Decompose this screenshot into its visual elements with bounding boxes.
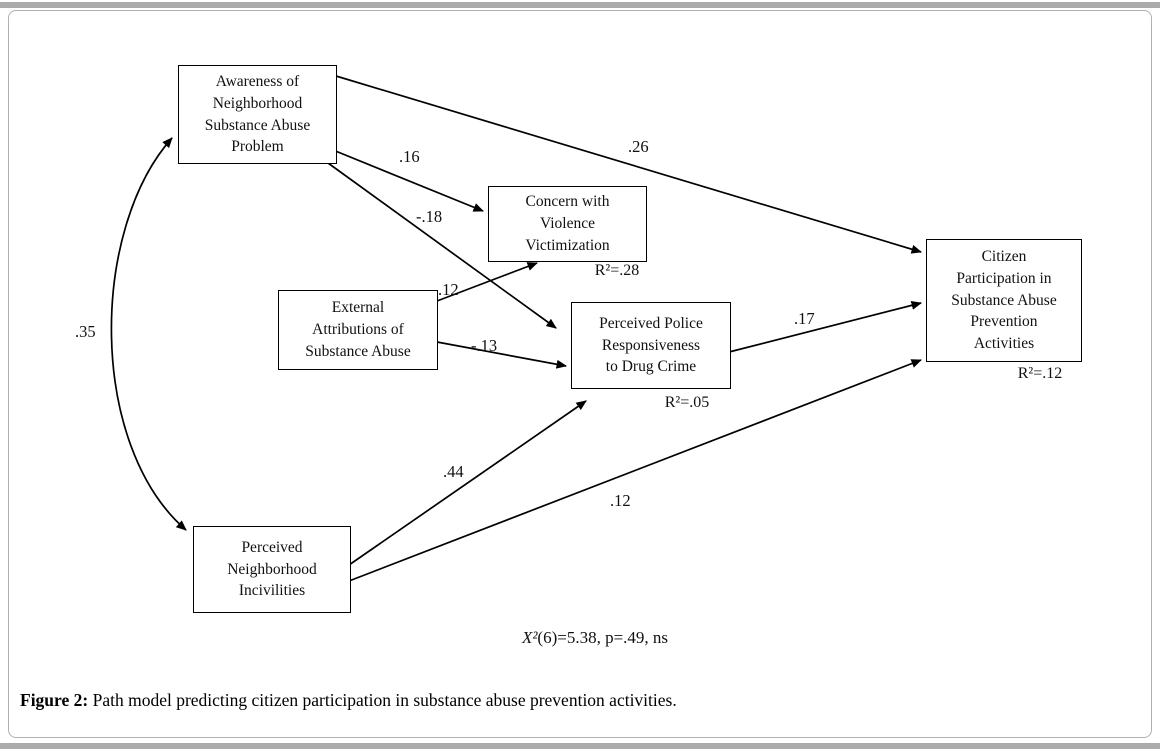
arrow-awareness-to-concern bbox=[332, 149, 484, 212]
model-fit-statistic: X²(6)=5.38, p=.49, ns bbox=[455, 628, 735, 648]
arrow-external-to-concern bbox=[436, 262, 538, 302]
fit-chi-square-symbol: X² bbox=[521, 628, 538, 647]
arrow-awareness-with-incivilities-correlation bbox=[110, 137, 187, 531]
coefficient-external-to-concern: .12 bbox=[438, 280, 459, 299]
r-squared-concern: R²=.28 bbox=[594, 262, 640, 279]
figure-caption-text: Path model predicting citizen participat… bbox=[88, 690, 677, 710]
bottom-divider-bar bbox=[0, 743, 1160, 749]
r-squared-police: R²=.05 bbox=[664, 394, 710, 411]
coefficient-awareness-incivilities-correlation: .35 bbox=[75, 322, 96, 341]
coefficient-incivilities-to-citizen: .12 bbox=[610, 491, 631, 510]
coefficient-awareness-to-citizen: .26 bbox=[628, 137, 649, 156]
node-awareness-of-neighborhood-substance-abuse-problem: Awareness of Neighborhood Substance Abus… bbox=[178, 65, 337, 164]
node-perceived-police-responsiveness-to-drug-crime: Perceived Police Responsiveness to Drug … bbox=[571, 302, 731, 389]
arrow-incivilities-to-police bbox=[348, 400, 587, 566]
node-perceived-neighborhood-incivilities: Perceived Neighborhood Incivilities bbox=[193, 526, 351, 613]
node-citizen-participation-in-substance-abuse-prevention-activities: Citizen Participation in Substance Abuse… bbox=[926, 239, 1082, 362]
node-concern-with-violence-victimization: Concern with Violence Victimization bbox=[488, 186, 647, 262]
r-squared-citizen: R²=.12 bbox=[1017, 365, 1063, 382]
coefficient-police-to-citizen: .17 bbox=[794, 309, 815, 328]
arrow-external-to-police bbox=[436, 341, 567, 369]
fit-statistic-values: (6)=5.38, p=.49, ns bbox=[537, 628, 669, 647]
arrow-awareness-to-citizen bbox=[335, 75, 922, 254]
coefficient-awareness-to-police: -.18 bbox=[416, 207, 443, 226]
figure-caption-label: Figure 2: bbox=[20, 690, 89, 710]
coefficient-awareness-to-concern: .16 bbox=[399, 147, 420, 166]
coefficient-incivilities-to-police: .44 bbox=[443, 462, 464, 481]
coefficient-external-to-police: -.13 bbox=[471, 336, 498, 355]
arrow-awareness-to-police bbox=[327, 162, 557, 329]
arrow-police-to-citizen bbox=[728, 300, 922, 353]
node-external-attributions-of-substance-abuse: External Attributions of Substance Abuse bbox=[278, 290, 438, 370]
top-divider-bar bbox=[0, 2, 1160, 8]
figure-caption: Figure 2: Path model predicting citizen … bbox=[20, 690, 1120, 711]
arrow-incivilities-to-citizen bbox=[348, 359, 922, 582]
